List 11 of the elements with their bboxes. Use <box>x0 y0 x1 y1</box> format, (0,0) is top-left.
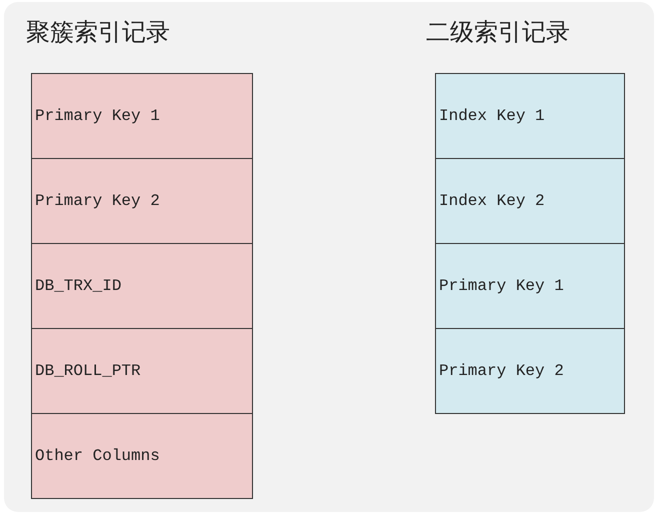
field-cell: Primary Key 1 <box>31 73 253 159</box>
column-heading: 二级索引记录 <box>426 17 571 48</box>
field-cell: Primary Key 2 <box>435 328 625 414</box>
field-cell: Primary Key 2 <box>31 158 253 244</box>
field-cell: DB_ROLL_PTR <box>31 328 253 414</box>
field-cell: DB_TRX_ID <box>31 243 253 329</box>
column-heading: 聚簇索引记录 <box>26 17 171 48</box>
field-cell: Index Key 2 <box>435 158 625 244</box>
field-cell: Index Key 1 <box>435 73 625 159</box>
field-cell: Primary Key 1 <box>435 243 625 329</box>
field-cell: Other Columns <box>31 413 253 499</box>
